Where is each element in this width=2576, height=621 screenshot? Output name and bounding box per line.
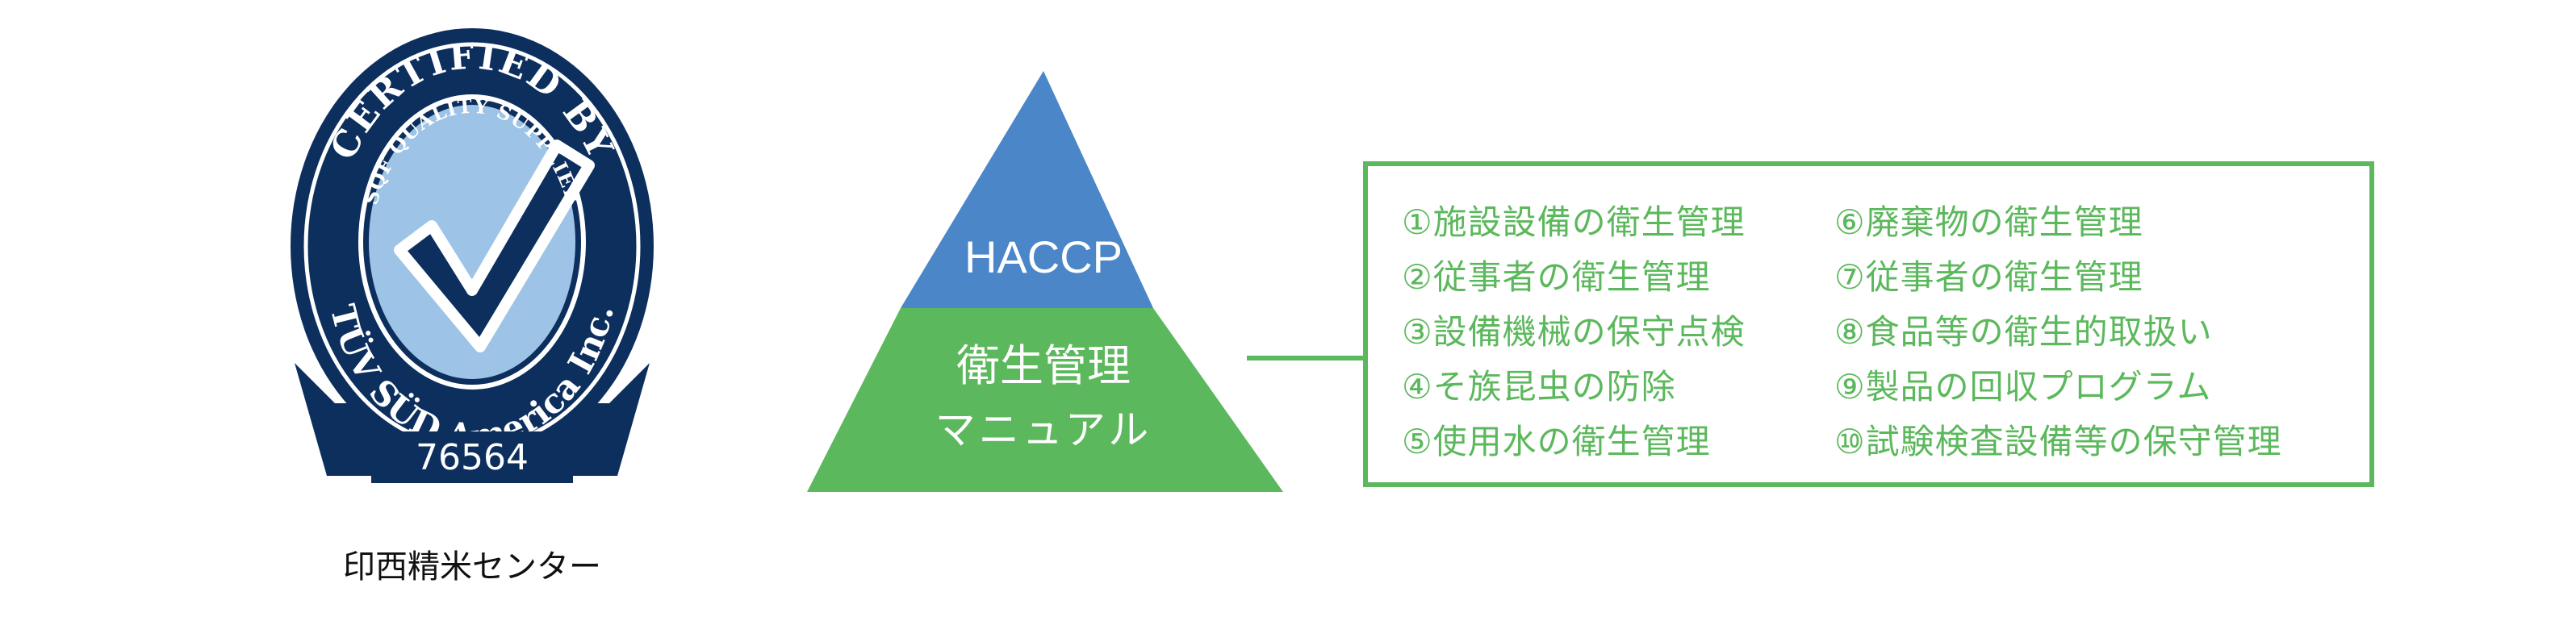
sqf-certification-seal: CERTIFIED BY SQF QUALITY SUPPLIER TÜV SÜ… xyxy=(278,24,666,524)
pyramid-base xyxy=(807,308,1283,492)
manual-item: ⑤使用水の衛生管理 xyxy=(1402,422,1711,461)
manual-item: ⑦従事者の衛生管理 xyxy=(1834,257,2143,297)
manual-item: ①施設設備の衛生管理 xyxy=(1402,202,1746,242)
hygiene-manual-box: ①施設設備の衛生管理 ②従事者の衛生管理 ③設備機械の保守点検 ④そ族昆虫の防除… xyxy=(1363,161,2374,487)
manual-item: ⑥廃棄物の衛生管理 xyxy=(1834,202,2143,242)
facility-name: 印西精米センター xyxy=(343,548,601,586)
manual-item: ③設備機械の保守点検 xyxy=(1402,312,1746,352)
manual-item: ⑧食品等の衛生的取扱い xyxy=(1834,312,2213,352)
haccp-pyramid: HACCP 衛生管理 マニュアル xyxy=(807,65,1324,500)
manual-left-column: ①施設設備の衛生管理 ②従事者の衛生管理 ③設備機械の保守点検 ④そ族昆虫の防除… xyxy=(1402,195,1746,469)
pyramid-top-label: HACCP xyxy=(964,231,1123,282)
seal-number: 76564 xyxy=(416,437,529,478)
connector-line xyxy=(1247,356,1366,361)
manual-item: ②従事者の衛生管理 xyxy=(1402,257,1711,297)
checkmark-icon xyxy=(394,140,595,352)
manual-item: ⑩試験検査設備等の保守管理 xyxy=(1834,422,2282,461)
pyramid-base-label-line2: マニュアル xyxy=(935,406,1152,453)
pyramid-base-label-line1: 衛生管理 xyxy=(956,340,1131,391)
manual-right-column: ⑥廃棄物の衛生管理 ⑦従事者の衛生管理 ⑧食品等の衛生的取扱い ⑨製品の回収プロ… xyxy=(1834,195,2282,469)
pyramid-top xyxy=(901,71,1153,308)
seal-inner-field xyxy=(369,105,575,379)
manual-item: ④そ族昆虫の防除 xyxy=(1402,367,1676,406)
manual-item: ⑨製品の回収プログラム xyxy=(1834,367,2212,406)
